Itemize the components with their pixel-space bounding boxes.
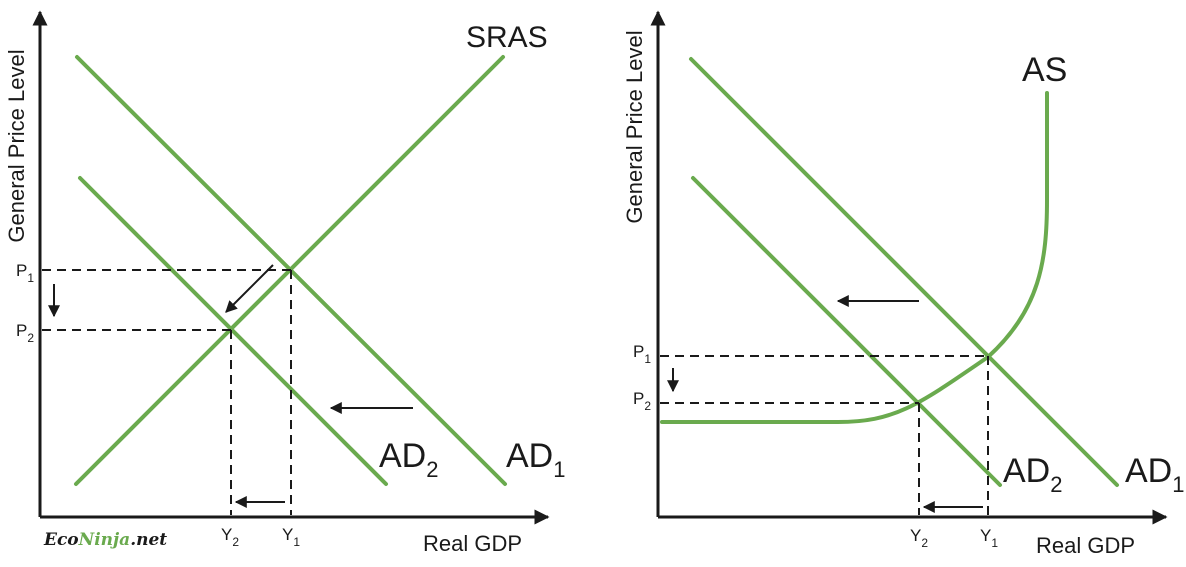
left-ad2-label-sub: 2 xyxy=(426,457,438,482)
left-p2-label: P2 xyxy=(16,321,34,345)
right-ad2-label-sub: 2 xyxy=(1050,472,1062,497)
right-ad1-label-main: AD xyxy=(1125,452,1172,490)
left-y2-main: Y xyxy=(221,525,232,544)
right-ad1-label-sub: 1 xyxy=(1172,472,1184,497)
left-y1-sub: 1 xyxy=(293,535,300,549)
logo-part-net: .net xyxy=(130,530,167,550)
right-ad1-curve xyxy=(689,57,1119,487)
left-p1-label: P1 xyxy=(16,261,34,285)
right-y2-main: Y xyxy=(910,526,921,545)
right-panel: General Price Level Real GDP AS AD1 AD2 … xyxy=(622,10,1184,558)
left-equilibrium-shift-arrow xyxy=(225,264,274,313)
right-ad1-label: AD1 xyxy=(1125,452,1184,497)
right-p1-sub: 1 xyxy=(644,352,651,366)
right-p2-sub: 2 xyxy=(644,399,651,413)
logo-part-ninja: Ninja xyxy=(78,530,131,550)
left-y2-label: Y2 xyxy=(221,525,239,549)
right-y1-sub: 1 xyxy=(991,536,998,550)
left-sras-label: SRAS xyxy=(466,21,548,54)
left-p2-main: P xyxy=(16,321,27,340)
left-ad1-label: AD1 xyxy=(506,437,565,482)
right-p2-main: P xyxy=(633,389,644,408)
left-y-axis-title: General Price Level xyxy=(4,49,29,242)
left-p2-sub: 2 xyxy=(27,331,34,345)
left-ad2-label: AD2 xyxy=(379,437,438,482)
right-p2-label: P2 xyxy=(633,389,651,413)
left-y1-main: Y xyxy=(282,525,293,544)
left-ad1-label-main: AD xyxy=(506,437,553,475)
left-ad1-label-sub: 1 xyxy=(553,457,565,482)
right-ad2-label-main: AD xyxy=(1003,452,1050,490)
right-as-label: AS xyxy=(1022,51,1067,89)
left-panel: General Price Level Real GDP SRAS AD1 AD… xyxy=(4,10,565,556)
econinja-logo: EcoNinja.net xyxy=(43,530,167,550)
right-p1-main: P xyxy=(633,342,644,361)
left-ad2-label-main: AD xyxy=(379,437,426,475)
right-y-axis-title: General Price Level xyxy=(622,30,647,223)
right-ad2-label: AD2 xyxy=(1003,452,1062,497)
right-y2-sub: 2 xyxy=(921,536,928,550)
logo-part-eco: Eco xyxy=(43,530,79,550)
left-ad2-curve xyxy=(78,176,388,486)
right-y2-label: Y2 xyxy=(910,526,928,550)
right-p1-label: P1 xyxy=(633,342,651,366)
left-x-axis-title: Real GDP xyxy=(423,531,522,556)
left-p1-main: P xyxy=(16,261,27,280)
left-y1-label: Y1 xyxy=(282,525,300,549)
right-y1-main: Y xyxy=(980,526,991,545)
right-x-axis-title: Real GDP xyxy=(1036,533,1135,558)
left-p1-sub: 1 xyxy=(27,271,34,285)
left-y2-sub: 2 xyxy=(232,535,239,549)
right-ad2-curve xyxy=(691,176,1002,487)
right-as-curve xyxy=(660,91,1049,424)
right-y1-label: Y1 xyxy=(980,526,998,550)
